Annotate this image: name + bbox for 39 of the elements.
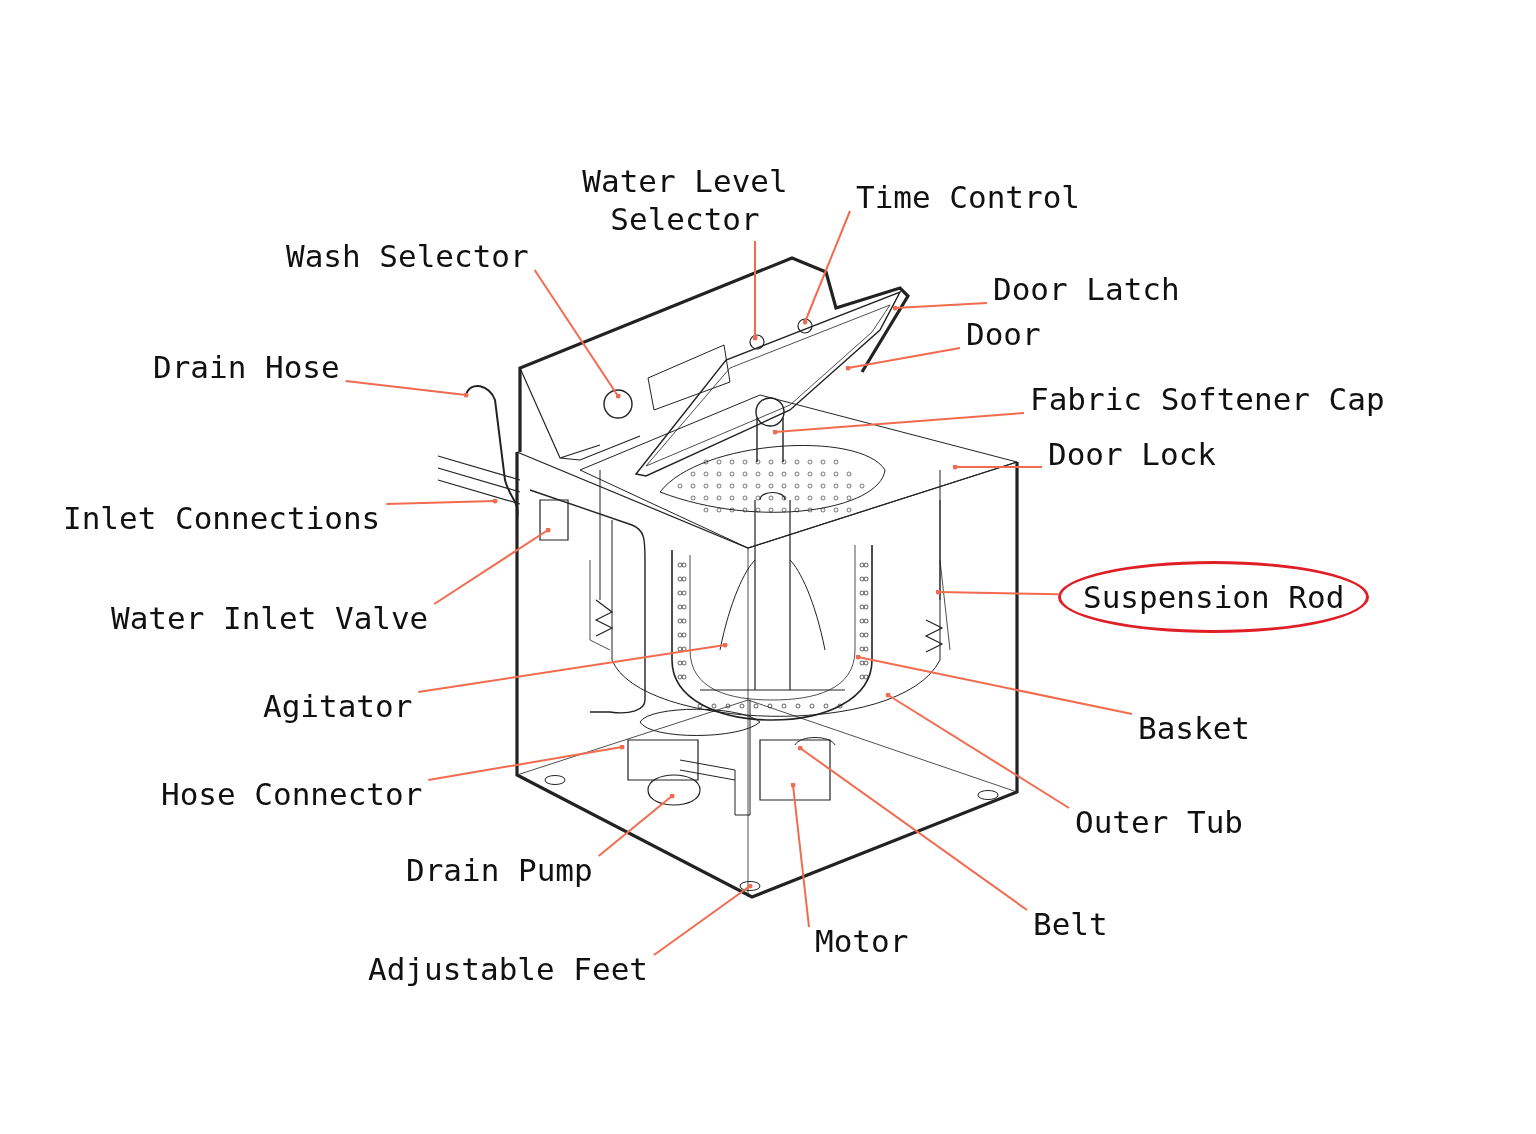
part-label: Water Level Selector [582, 163, 788, 237]
leader-line [652, 883, 753, 956]
part-label: Inlet Connections [63, 500, 381, 536]
leader-line [892, 302, 988, 311]
leader-line [427, 744, 625, 781]
leader-line [433, 527, 551, 605]
part-label: Drain Pump [406, 852, 593, 888]
part-label: Water Inlet Valve [111, 600, 429, 636]
leader-line [790, 782, 810, 928]
part-label: Hose Connector [161, 776, 423, 812]
leader-line [855, 654, 1133, 715]
part-label: Wash Selector [286, 238, 529, 274]
part-label: Fabric Softener Cap [1030, 381, 1385, 417]
part-label: Door [966, 316, 1041, 352]
leader-line [752, 240, 758, 341]
part-label: Door Latch [993, 271, 1180, 307]
part-label: Outer Tub [1075, 804, 1243, 840]
leader-line [797, 745, 1028, 911]
part-label: Basket [1138, 710, 1250, 746]
part-label: Suspension Rod [1083, 579, 1345, 615]
leader-line [344, 380, 469, 398]
leader-line [597, 793, 675, 857]
leader-line [885, 692, 1070, 809]
highlight-ellipse [1058, 561, 1370, 633]
leader-line [417, 642, 728, 693]
part-label: Door Lock [1048, 436, 1216, 472]
leader-line [385, 498, 498, 505]
part-label: Motor [815, 923, 909, 959]
leader-line [802, 210, 851, 325]
leader-line [845, 347, 961, 371]
leader-line [935, 589, 1060, 596]
leader-line [772, 412, 1025, 435]
part-label: Agitator [263, 688, 413, 724]
leader-line [533, 269, 621, 399]
part-label: Drain Hose [153, 349, 340, 385]
part-label: Belt [1033, 906, 1108, 942]
part-label: Time Control [856, 179, 1080, 215]
part-label: Adjustable Feet [368, 951, 648, 987]
leader-line [952, 464, 1043, 470]
